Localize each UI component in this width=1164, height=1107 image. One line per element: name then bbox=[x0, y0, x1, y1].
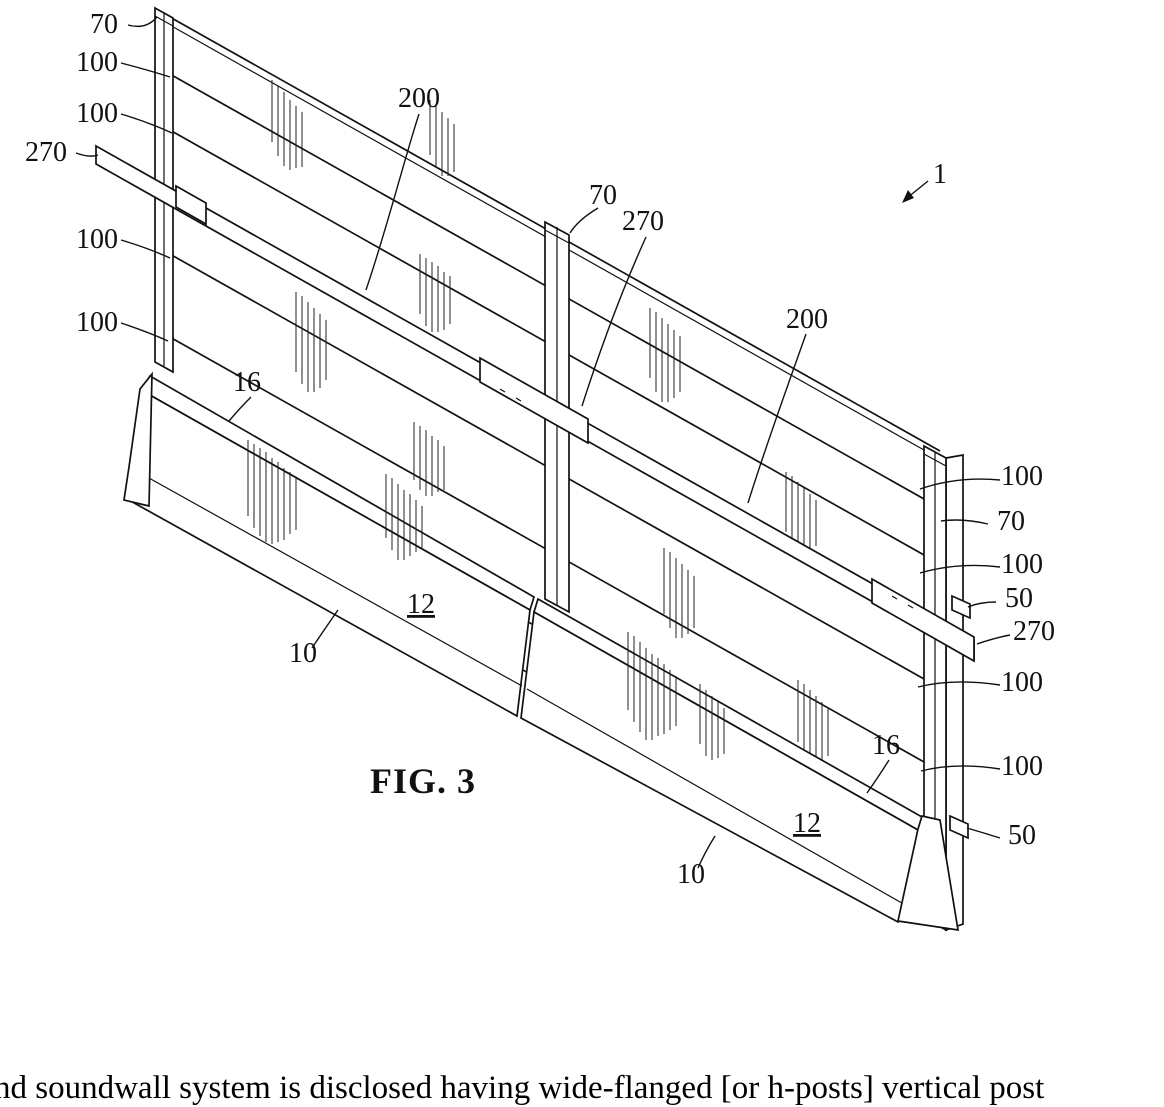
leader-10-right bbox=[697, 835, 716, 869]
label-70-mid: 70 bbox=[589, 180, 617, 211]
hatch-patch bbox=[271, 80, 303, 170]
hatch-patch bbox=[627, 632, 677, 740]
bolt-mark bbox=[891, 595, 898, 600]
label-200-right: 200 bbox=[786, 304, 828, 335]
label-270-left: 270 bbox=[25, 137, 67, 168]
reference-labels: 70 100 100 270 100 100 200 70 270 200 1 … bbox=[25, 9, 1055, 890]
leader-16-left bbox=[228, 396, 252, 422]
barrier-right-front-face bbox=[520, 610, 919, 924]
leader-100-a bbox=[120, 62, 171, 78]
label-50-b: 50 bbox=[1008, 820, 1036, 851]
leader-100-e bbox=[919, 478, 1001, 490]
leader-100-c bbox=[120, 239, 171, 259]
leader-100-d bbox=[120, 322, 169, 342]
label-70-top-left: 70 bbox=[90, 9, 118, 40]
hatch-patch bbox=[699, 684, 725, 760]
label-16-left: 16 bbox=[233, 367, 261, 398]
hatch-patch bbox=[413, 422, 445, 496]
hatch-patch bbox=[797, 680, 829, 764]
label-12-left: 12 bbox=[407, 589, 435, 620]
leader-100-f bbox=[919, 564, 1001, 574]
splice-plate-middle bbox=[479, 356, 589, 445]
hatch-patch bbox=[295, 292, 327, 392]
leader-270-right bbox=[976, 634, 1011, 645]
leader-70-right bbox=[940, 519, 989, 525]
leader-50-b bbox=[966, 827, 1001, 839]
barriers bbox=[123, 371, 960, 932]
bolt-mark bbox=[515, 397, 522, 402]
label-100-f: 100 bbox=[1001, 549, 1043, 580]
rail-bracket-left bbox=[175, 184, 207, 226]
leader-lines bbox=[75, 16, 1011, 869]
right-post-side-flange bbox=[945, 453, 964, 932]
barrier-hatching bbox=[247, 440, 725, 760]
label-100-h: 100 bbox=[1001, 751, 1043, 782]
leader-200-left bbox=[365, 113, 420, 291]
label-16-right: 16 bbox=[872, 730, 900, 761]
hatch-patch bbox=[663, 548, 695, 638]
hatch-patch bbox=[429, 100, 455, 176]
figure-caption: FIG. 3 bbox=[370, 761, 476, 801]
leader-100-g bbox=[917, 681, 1001, 688]
reference-arrow-head bbox=[902, 190, 914, 203]
hatch-patch bbox=[247, 440, 297, 544]
label-50-a: 50 bbox=[1005, 583, 1033, 614]
tab-50-upper bbox=[951, 594, 971, 620]
label-70-right: 70 bbox=[997, 506, 1025, 537]
mounting-tabs bbox=[949, 594, 971, 840]
bolt-mark bbox=[907, 604, 914, 609]
label-100-e: 100 bbox=[1001, 461, 1043, 492]
vertical-posts bbox=[154, 6, 964, 932]
rail-connections bbox=[175, 184, 975, 663]
barrier-left-end-cap bbox=[123, 371, 153, 508]
leader-70-top-left bbox=[127, 16, 158, 28]
tab-50-lower bbox=[949, 814, 969, 840]
barrier-right-end-cap bbox=[896, 815, 960, 932]
barrier-left-front-face bbox=[126, 388, 531, 718]
label-12-right: 12 bbox=[793, 808, 821, 839]
bolt-mark bbox=[499, 388, 506, 393]
label-100-d: 100 bbox=[76, 307, 118, 338]
hatch-patch bbox=[419, 254, 451, 332]
splice-plate-right bbox=[871, 577, 975, 663]
label-200-left: 200 bbox=[398, 83, 440, 114]
label-10-right: 10 bbox=[677, 859, 705, 890]
leader-200-right bbox=[747, 333, 807, 504]
leader-70-mid bbox=[569, 207, 599, 234]
abstract-text-fragment: nd soundwall system is disclosed having … bbox=[0, 1070, 1045, 1106]
figure-drawing: 70 100 100 270 100 100 200 70 270 200 1 … bbox=[25, 6, 1055, 932]
label-1-arrow: 1 bbox=[933, 159, 947, 190]
label-100-g: 100 bbox=[1001, 667, 1043, 698]
leader-100-b bbox=[120, 113, 173, 134]
label-100-c: 100 bbox=[76, 224, 118, 255]
label-100-a: 100 bbox=[76, 47, 118, 78]
leader-270-left bbox=[75, 152, 99, 157]
hatch-patch bbox=[649, 308, 681, 402]
leader-10-left bbox=[311, 609, 339, 649]
label-10-left: 10 bbox=[289, 638, 317, 669]
leader-50-a bbox=[967, 601, 997, 608]
label-100-b: 100 bbox=[76, 98, 118, 129]
barrier-right-crease bbox=[526, 688, 908, 907]
hatch-patch bbox=[385, 474, 423, 560]
leader-100-h bbox=[920, 765, 1001, 772]
leader-16-right bbox=[866, 759, 890, 794]
barrier-left-crease bbox=[130, 467, 523, 687]
label-270-right: 270 bbox=[1013, 616, 1055, 647]
hatch-patch bbox=[785, 472, 817, 552]
panel-hatching bbox=[271, 80, 829, 764]
label-270-mid: 270 bbox=[622, 206, 664, 237]
leader-270-mid bbox=[581, 236, 647, 407]
